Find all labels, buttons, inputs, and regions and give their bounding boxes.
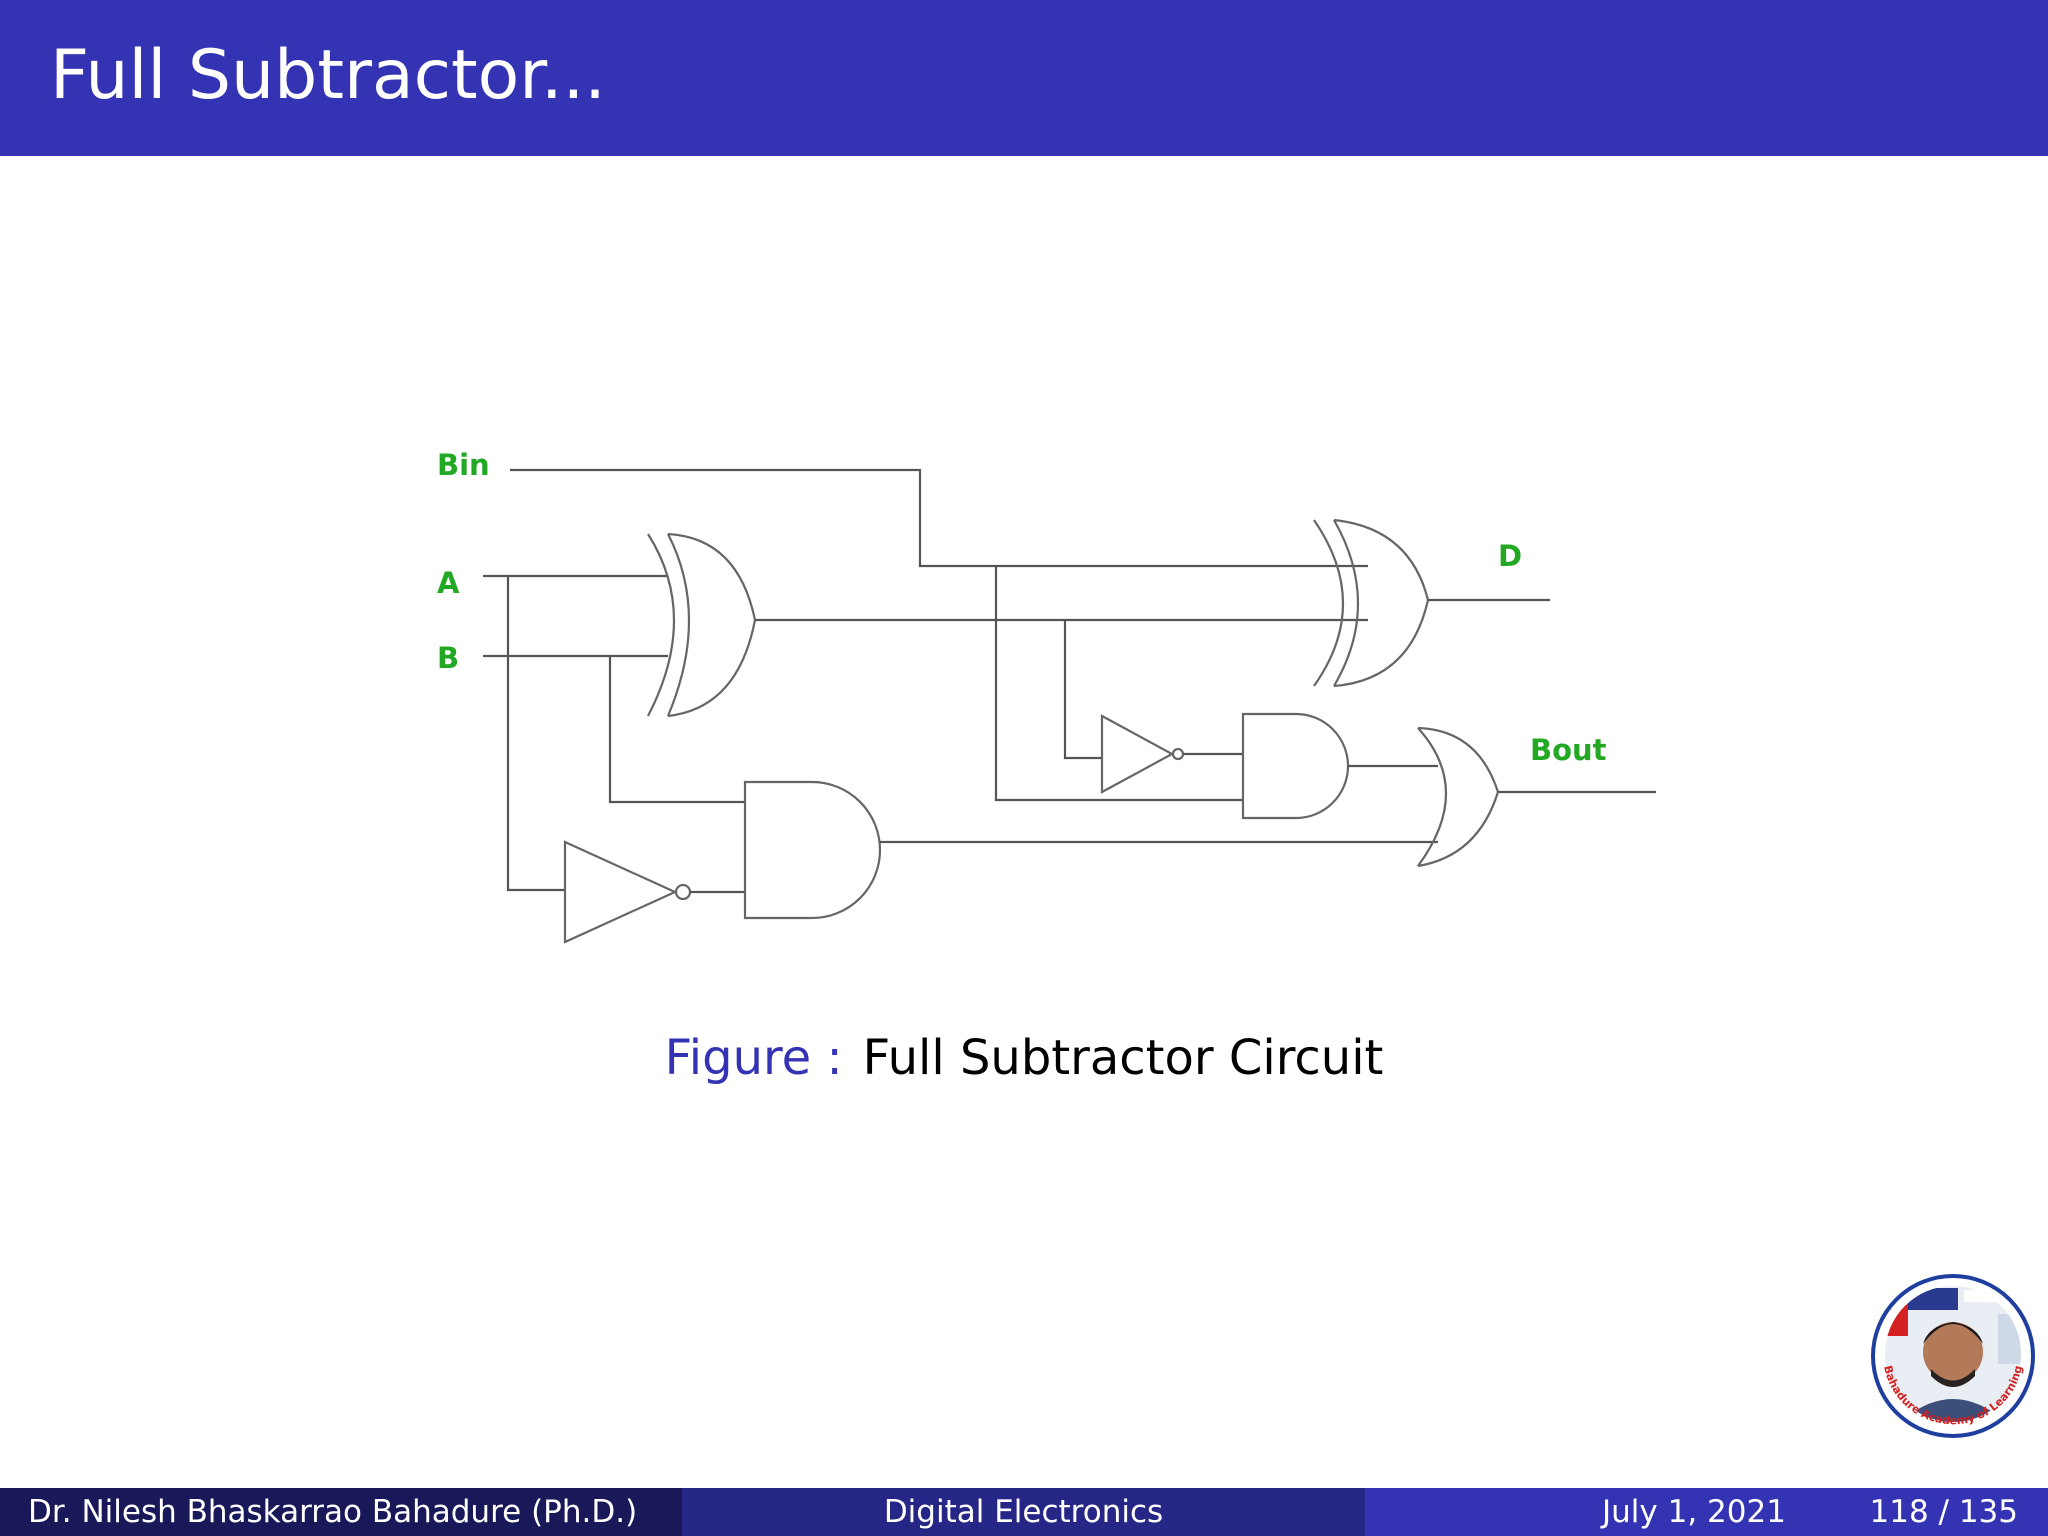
- academy-logo: Bahadure Academy of Learning: [1871, 1274, 2035, 1438]
- xor-gate-2: [1313, 518, 1430, 688]
- footer-page-number: 118 / 135: [1869, 1494, 2019, 1530]
- and-gate-1: [743, 780, 882, 920]
- full-subtractor-circuit-diagram: Bin A B D Bout: [437, 448, 1656, 944]
- footer-author: Dr. Nilesh Bhaskarrao Bahadure (Ph.D.): [0, 1488, 682, 1536]
- signal-label-a: A: [437, 566, 460, 600]
- wire-b-branch: [608, 656, 745, 804]
- not-gate-1: [563, 840, 692, 944]
- slide-header: Full Subtractor...: [0, 0, 2048, 156]
- slide-title: Full Subtractor...: [50, 36, 606, 115]
- signal-label-b: B: [437, 641, 459, 675]
- footer-date-page: July 1, 2021 118 / 135: [1365, 1488, 2048, 1536]
- or-gate: [1417, 726, 1500, 868]
- signal-label-d: D: [1498, 539, 1522, 573]
- xor-gate-1: [647, 532, 757, 718]
- footer-course: Digital Electronics: [682, 1488, 1365, 1536]
- figure-caption: Figure :Full Subtractor Circuit: [0, 1034, 2048, 1082]
- figure-caption-label: Figure :: [664, 1030, 843, 1086]
- signal-label-bin: Bin: [437, 448, 490, 482]
- figure-caption-text: Full Subtractor Circuit: [862, 1030, 1384, 1086]
- and-gate-2: [1241, 712, 1350, 820]
- slide-footer: Dr. Nilesh Bhaskarrao Bahadure (Ph.D.) D…: [0, 1488, 2048, 1536]
- not-gate-2: [1100, 714, 1185, 794]
- wire-bin: [510, 468, 1368, 568]
- wire-xor1-branch: [1063, 620, 1102, 760]
- wire-a-branch: [506, 576, 565, 892]
- signal-label-bout: Bout: [1530, 733, 1607, 767]
- wire-bin-branch: [994, 566, 1243, 802]
- footer-date: July 1, 2021: [1602, 1494, 1786, 1530]
